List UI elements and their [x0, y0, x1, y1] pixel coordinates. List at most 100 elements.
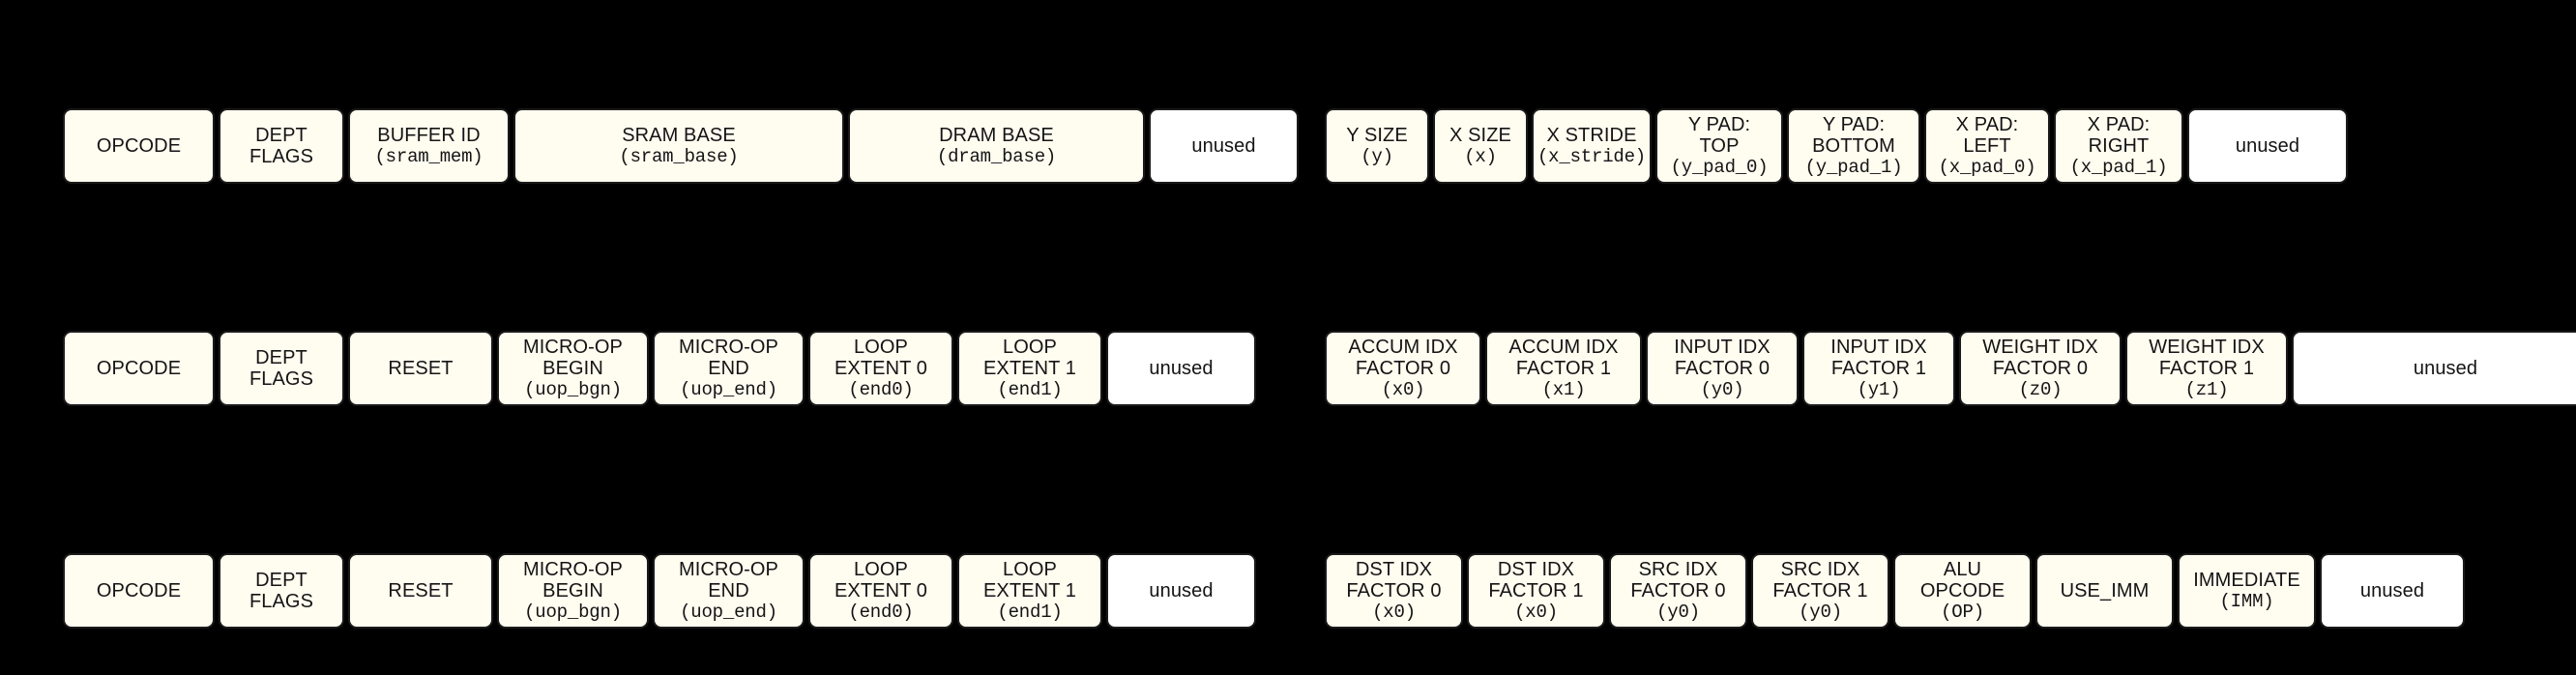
field-label-line: USE_IMM: [2060, 579, 2150, 602]
field-label-line: LOOP: [1003, 336, 1057, 358]
field-code-name: (z1): [2184, 378, 2229, 400]
field-buffer-id-sram-mem: BUFFER ID(sram_mem): [348, 108, 510, 184]
field-label-line: FACTOR 0: [1674, 358, 1771, 380]
field-label-line: MICRO-OP: [522, 336, 624, 358]
field-label-line: EXTENT 1: [982, 358, 1076, 380]
field-code-name: (y): [1361, 145, 1393, 167]
field-code-name: (uop_bgn): [524, 601, 622, 623]
field-code-name: (IMM): [2219, 590, 2274, 612]
field-label-line: BEGIN: [542, 580, 603, 602]
field-code-name: (y_pad_1): [1804, 156, 1903, 178]
field-label-line: FACTOR 1: [1830, 358, 1927, 380]
field-label-line: FACTOR 0: [1346, 580, 1442, 602]
field-code-name: (y0): [1700, 378, 1744, 400]
field-label-line: Y PAD:: [1822, 113, 1886, 135]
field-label-line: unused: [1149, 357, 1214, 379]
field-label-line: EXTENT 1: [982, 580, 1076, 602]
field-reset: RESET: [348, 331, 493, 406]
field-label-line: LEFT: [1963, 135, 2011, 158]
field-code-name: (x0): [1372, 601, 1416, 623]
field-label-line: BUFFER ID: [377, 125, 481, 147]
field-code-name: (end1): [997, 601, 1063, 623]
field-code-name: (x_stride): [1537, 145, 1647, 167]
field-label-line: FLAGS: [249, 591, 314, 612]
field-label-line: WEIGHT IDX: [2149, 336, 2265, 358]
field-label-line: LOOP: [1003, 558, 1057, 580]
field-code-name: (uop_end): [680, 601, 777, 623]
field-label-line: END: [708, 358, 749, 380]
field-label-line: TOP: [1699, 135, 1740, 158]
field-label-line: FLAGS: [249, 146, 314, 167]
field-code-name: (x): [1464, 145, 1497, 167]
field-label-line: ACCUM IDX: [1508, 336, 1619, 358]
field-label-line: X PAD:: [1955, 113, 2019, 135]
field-label-line: Y PAD:: [1687, 113, 1751, 135]
field-label-line: EXTENT 0: [834, 358, 927, 380]
field-code-name: (dram_base): [936, 145, 1057, 167]
field-code-name: (sram_base): [619, 145, 739, 167]
field-label-line: DEPT: [255, 124, 307, 146]
field-label-line: DEPT: [255, 346, 307, 368]
field-code-name: (y0): [1656, 601, 1700, 623]
field-label-line: END: [708, 580, 749, 602]
field-label-line: BEGIN: [542, 358, 603, 380]
field-code-name: (end0): [848, 601, 914, 623]
field-label-line: OPCODE: [96, 134, 182, 157]
field-x-stride-x-stride: X STRIDE(x_stride): [1532, 108, 1652, 184]
field-label-line: LOOP: [854, 336, 908, 358]
field-label-line: WEIGHT IDX: [1982, 336, 2098, 358]
field-x-size-x: X SIZE(x): [1433, 108, 1528, 184]
field-sram-base-sram-base: SRAM BASE(sram_base): [513, 108, 844, 184]
field-label-line: FACTOR 1: [2158, 358, 2255, 380]
field-unused: unused: [1149, 108, 1299, 184]
field-label-line: MICRO-OP: [678, 558, 779, 580]
field-label-line: FACTOR 1: [1515, 358, 1612, 380]
field-label-line: MICRO-OP: [678, 336, 779, 358]
field-label-line: ACCUM IDX: [1348, 336, 1458, 358]
field-dram-base-dram-base: DRAM BASE(dram_base): [848, 108, 1145, 184]
field-label-line: BOTTOM: [1812, 135, 1895, 158]
field-label-line: LOOP: [854, 558, 908, 580]
field-label-line: FACTOR 1: [1488, 580, 1584, 602]
field-label-line: FACTOR 0: [1630, 580, 1726, 602]
field-label-line: FACTOR 0: [1992, 358, 2089, 380]
field-label-line: SRAM BASE: [622, 125, 736, 147]
field-label-line: IMMEDIATE: [2193, 570, 2300, 592]
field-code-name: (uop_end): [680, 378, 777, 400]
field-label-line: OPCODE: [96, 579, 182, 602]
field-code-name: (end0): [848, 378, 914, 400]
field-code-name: (x_pad_0): [1938, 156, 2036, 178]
field-label-line: RESET: [388, 579, 454, 602]
field-y-pad-top-y-pad-0: Y PAD:TOP(y_pad_0): [1655, 108, 1783, 184]
field-code-name: (sram_mem): [374, 145, 483, 167]
field-code-name: (y1): [1857, 378, 1901, 400]
field-label-line: X PAD:: [2087, 113, 2151, 135]
field-label-line: unused: [2235, 134, 2300, 157]
field-label-line: FACTOR 0: [1355, 358, 1451, 380]
field-label-line: DRAM BASE: [939, 125, 1054, 147]
field-code-name: (y0): [1799, 601, 1842, 623]
field-code-name: (y_pad_0): [1670, 156, 1769, 178]
field-label-line: unused: [1149, 579, 1214, 602]
field-reset: RESET: [348, 553, 493, 629]
field-label-line: SRC IDX: [1780, 558, 1860, 580]
field-label-line: RESET: [388, 357, 454, 379]
